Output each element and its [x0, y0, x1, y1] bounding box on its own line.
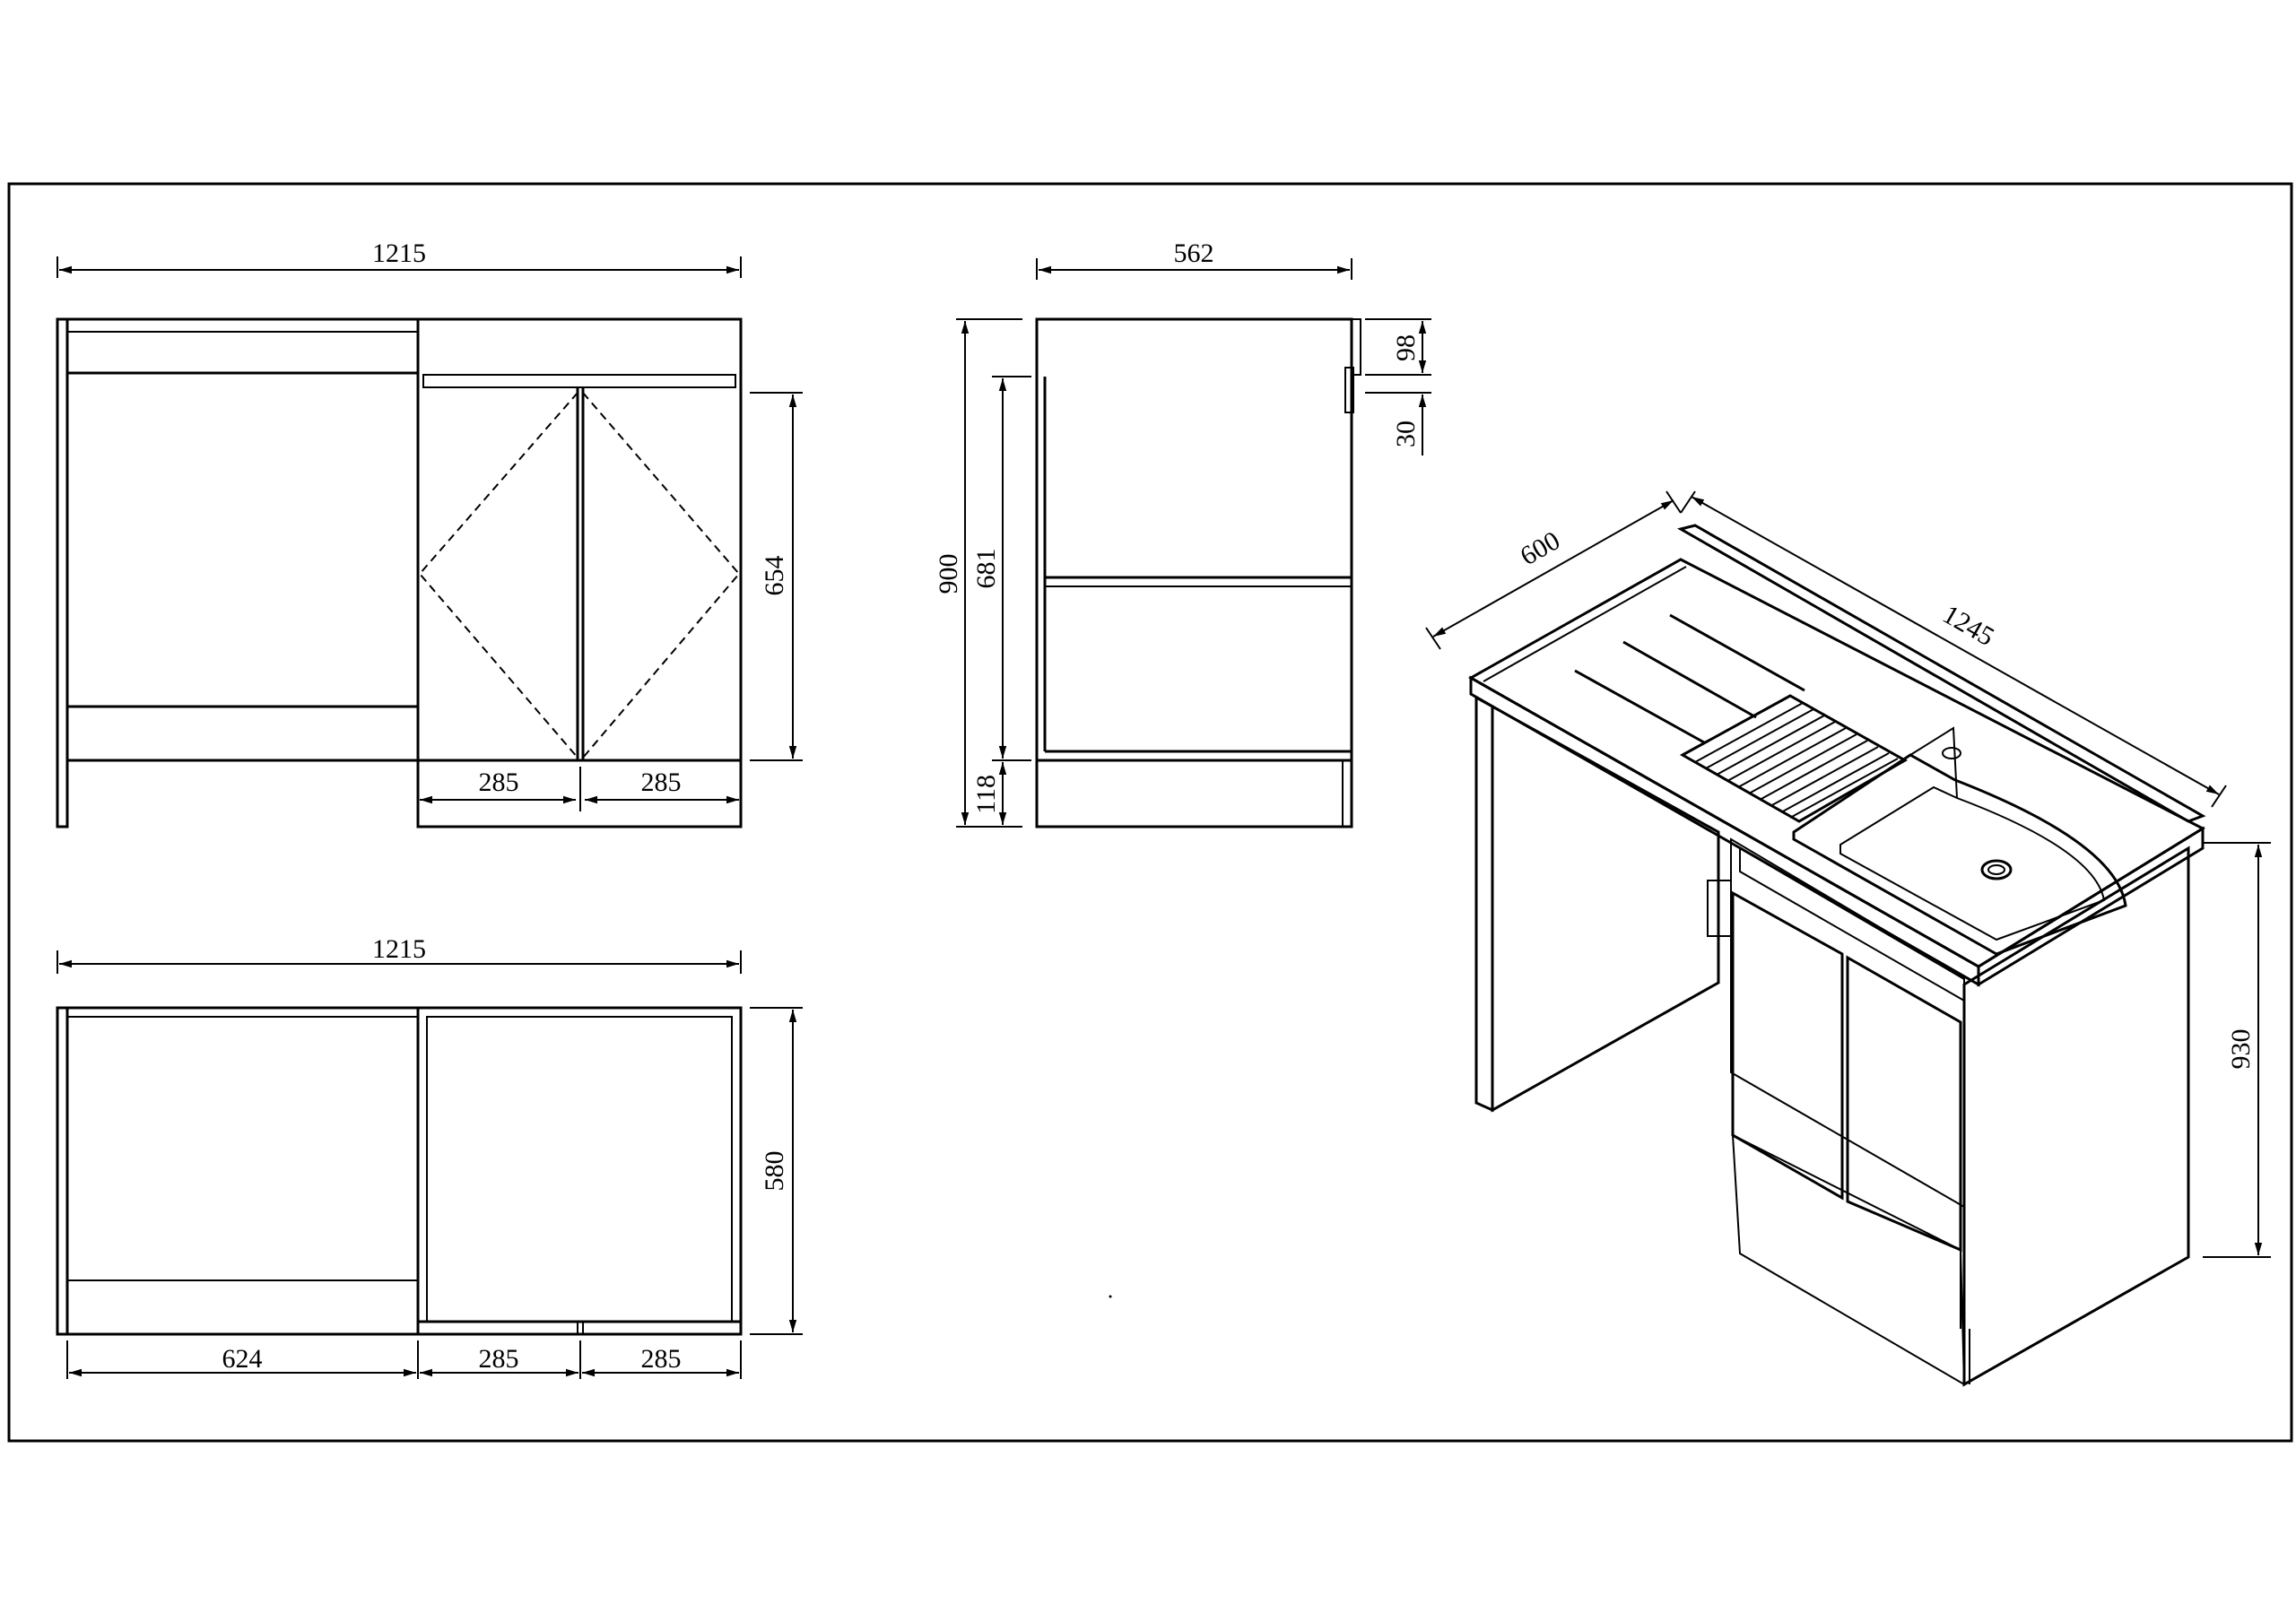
side-view: 562 900 681 118: [934, 239, 1431, 828]
side-top-height-label: 98: [1391, 334, 1421, 361]
front-width-dimension: 1215: [57, 239, 742, 278]
iso-length-dimension: 1245: [1680, 490, 2227, 808]
iso-depth-label: 600: [1516, 525, 1565, 571]
top-width-label: 1215: [372, 934, 426, 964]
side-plinth-label: 118: [971, 775, 1001, 814]
top-bottom-dimensions: 624 285 285: [66, 1340, 742, 1379]
iso-length-label: 1245: [1938, 599, 1999, 652]
top-door-left-label: 285: [479, 1344, 519, 1374]
iso-height-label: 930: [2226, 1029, 2256, 1070]
top-depth-dimension: 580: [750, 1007, 803, 1335]
drawing-border: [7, 182, 2293, 1443]
side-plinth-dimension: 118: [971, 762, 1007, 825]
side-total-height-dimension: 900: [934, 318, 1022, 828]
side-top-offset-label: 30: [1391, 421, 1421, 447]
front-door-height-label: 654: [760, 556, 789, 596]
front-door-dimensions: 285 285: [420, 767, 739, 811]
washboard-ribs: [1694, 702, 1899, 819]
top-door-right-label: 285: [641, 1344, 682, 1374]
side-depth-dimension: 562: [1036, 239, 1352, 280]
side-depth-label: 562: [1174, 239, 1214, 268]
isometric-view: 600 1245 930: [1425, 490, 2271, 1387]
side-top-dimensions: 98 30: [1365, 318, 1431, 455]
side-total-height-label: 900: [934, 554, 963, 594]
front-door-height-dimension: 654: [750, 392, 803, 761]
iso-depth-dimension: 600: [1425, 490, 1682, 650]
top-left-width-label: 624: [222, 1344, 263, 1374]
top-view: 1215 580 624 285 285: [56, 934, 803, 1379]
faucet-hole: [1942, 747, 1961, 759]
front-door-left-label: 285: [479, 768, 519, 797]
front-view: 1215 285 285 654: [56, 239, 803, 828]
front-door-right-label: 285: [641, 768, 682, 797]
top-depth-label: 580: [760, 1151, 789, 1192]
side-inner-height-label: 681: [971, 549, 1001, 589]
side-inner-height-dimension: 681: [971, 376, 1031, 761]
drain-icon: [1980, 859, 2013, 880]
front-width-label: 1215: [372, 239, 426, 268]
iso-height-dimension: 930: [2203, 842, 2271, 1258]
top-width-dimension: 1215: [57, 934, 742, 974]
